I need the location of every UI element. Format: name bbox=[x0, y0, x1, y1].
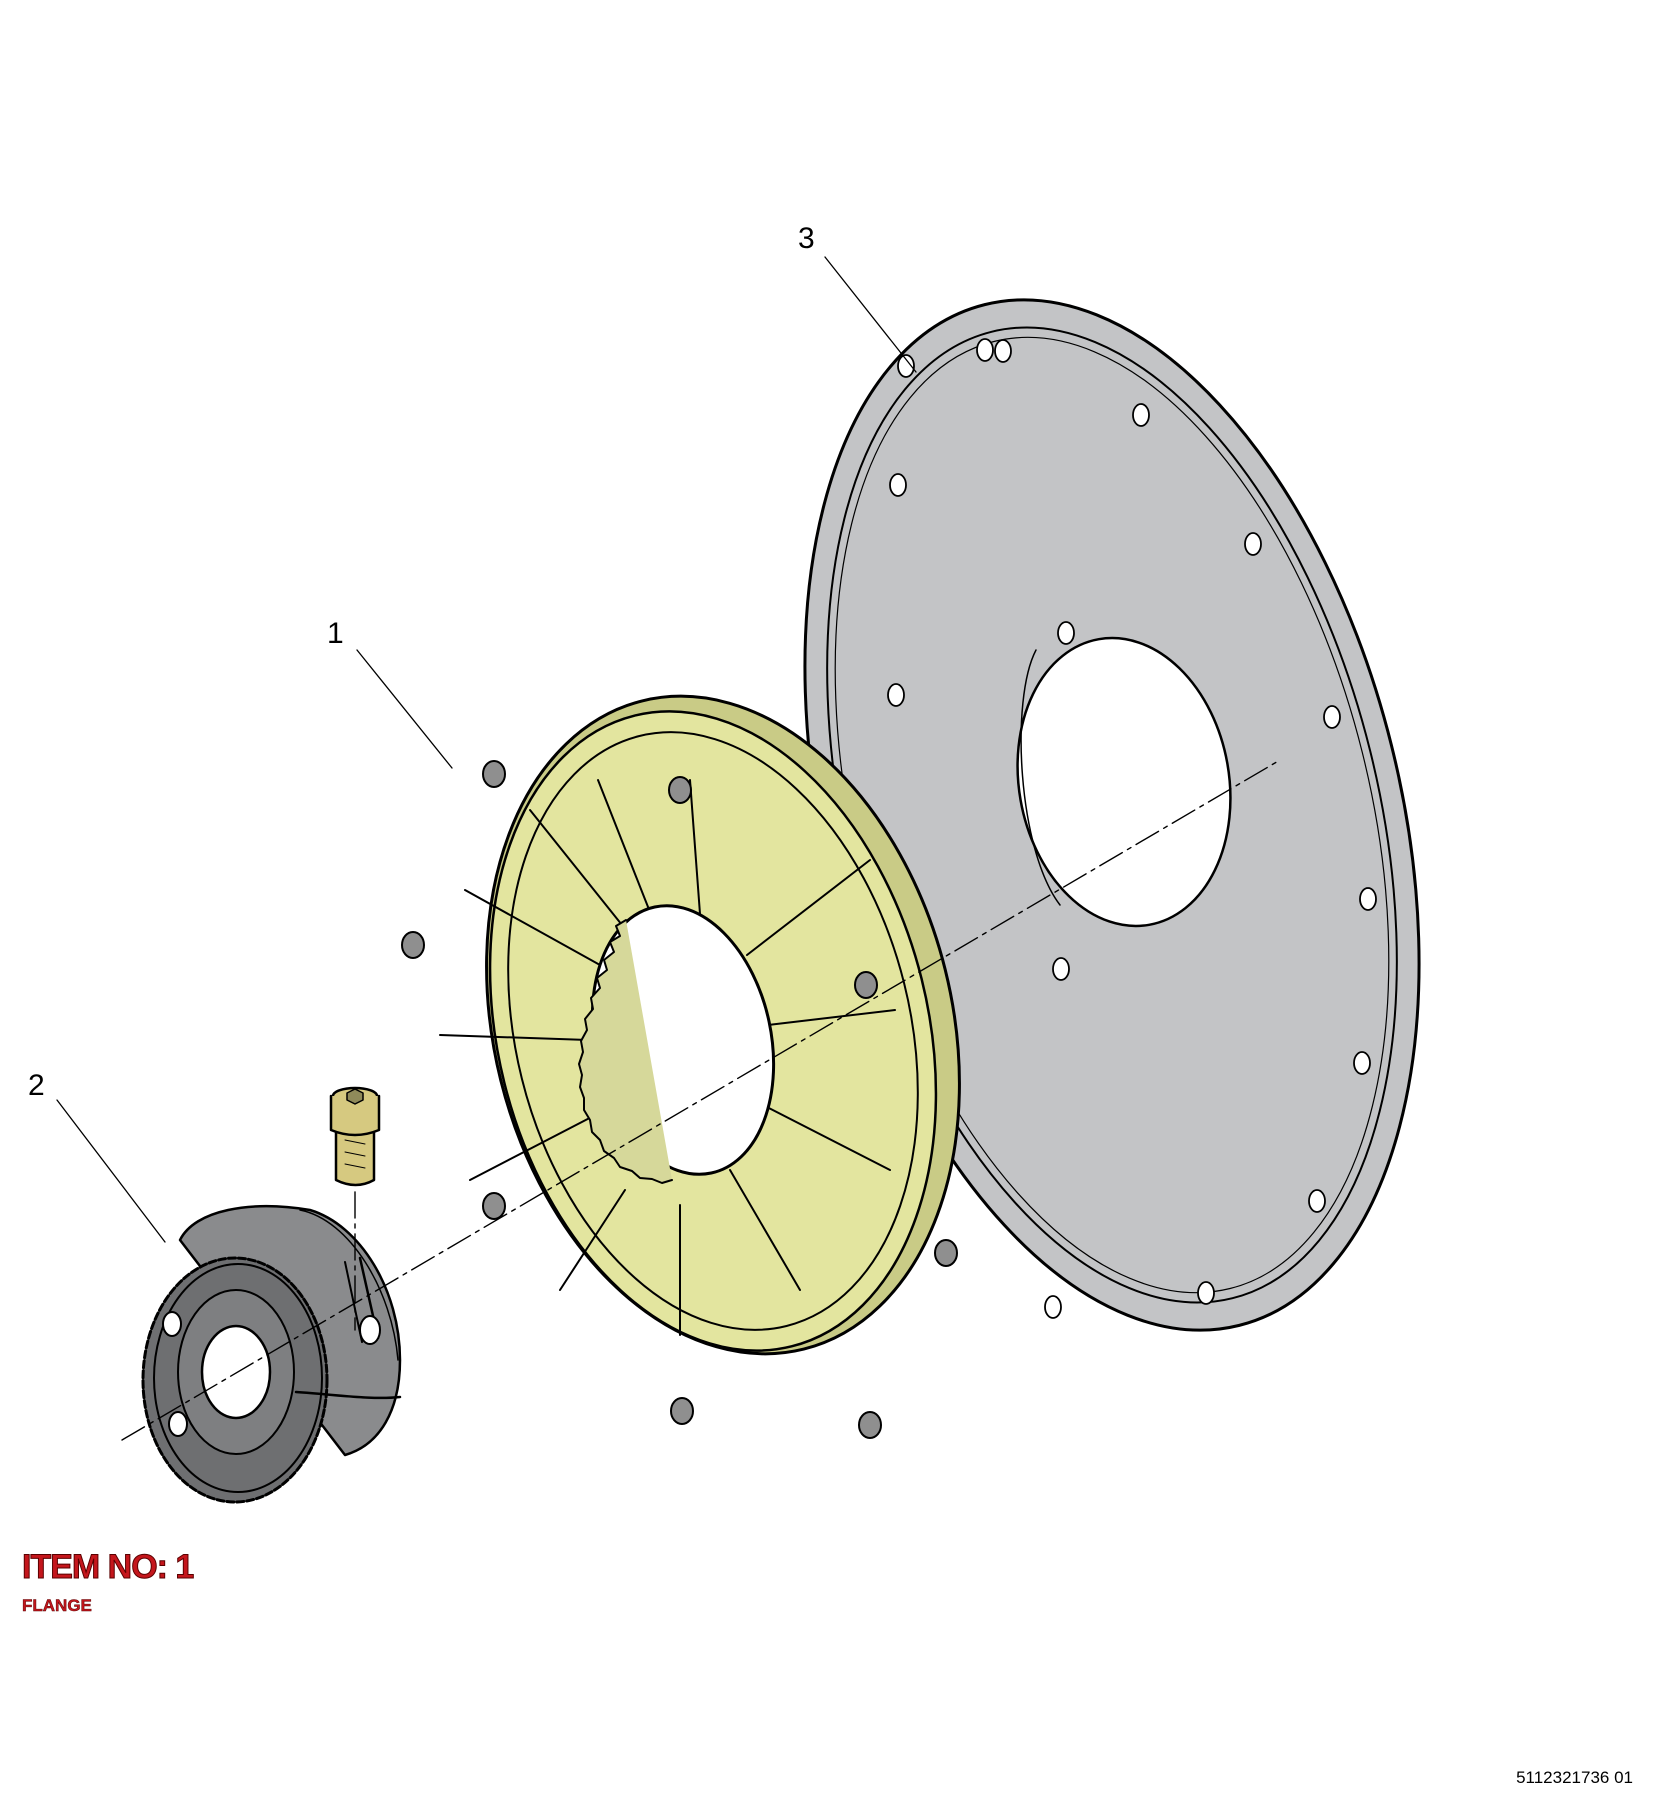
flange-bolt-holes bbox=[401, 760, 958, 1439]
spline-teeth bbox=[578, 919, 673, 1184]
flange[interactable] bbox=[401, 646, 1026, 1439]
gear-icon[interactable] bbox=[141, 1205, 402, 1504]
leader-line-2 bbox=[56, 1099, 166, 1243]
bolt-icon[interactable] bbox=[329, 1086, 381, 1187]
item-number-label: ITEM NO: 1 bbox=[21, 1548, 194, 1587]
center-axis-line bbox=[121, 759, 1281, 1441]
item-name-label: FLANGE bbox=[22, 1596, 92, 1616]
document-id: 5112321736 01 bbox=[1516, 1768, 1633, 1787]
flange-ribs bbox=[439, 779, 896, 1336]
callout-2: 2 bbox=[28, 1069, 45, 1102]
callout-1: 1 bbox=[327, 617, 344, 650]
leader-line-1 bbox=[356, 649, 453, 769]
leader-line-3 bbox=[824, 256, 917, 373]
callout-3: 3 bbox=[798, 222, 815, 255]
